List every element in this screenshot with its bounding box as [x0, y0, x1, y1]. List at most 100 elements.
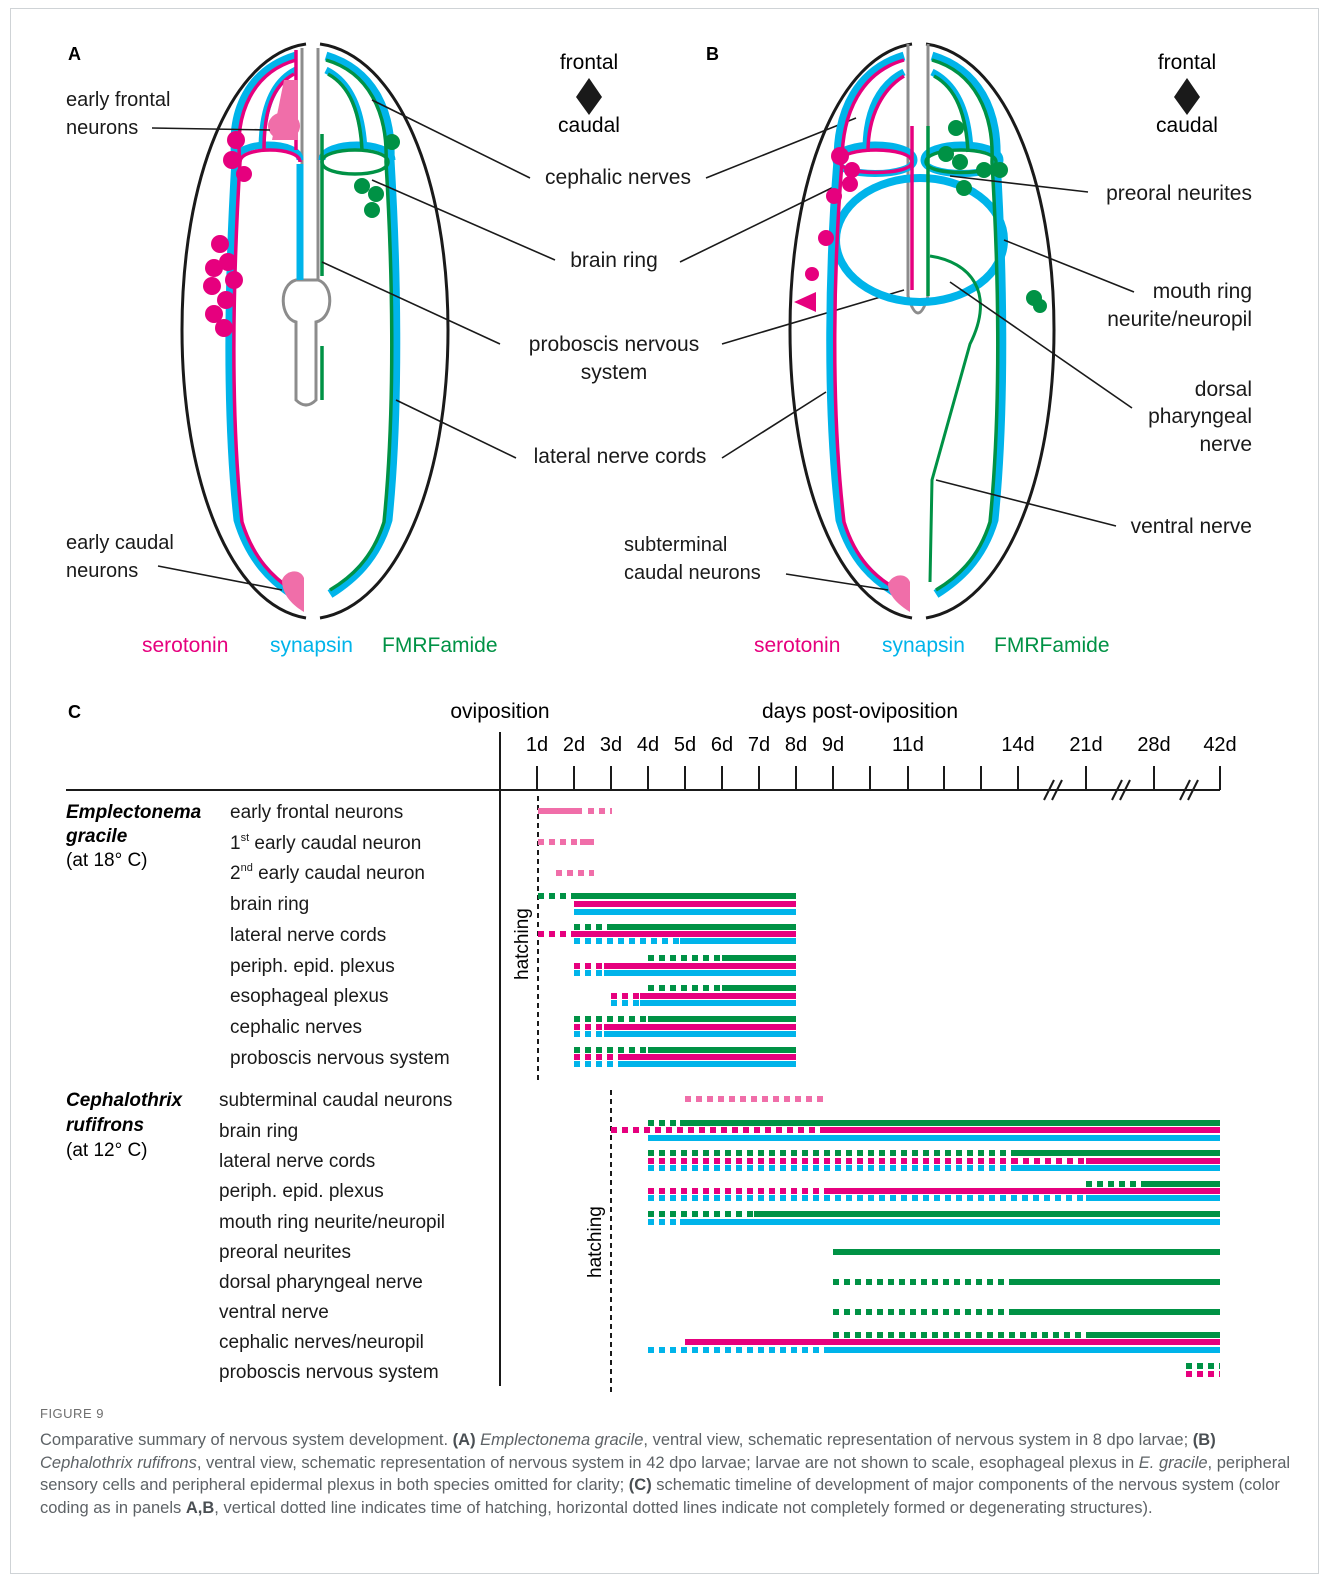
- label-dorsal-2: pharyngeal: [1148, 405, 1252, 428]
- serotonin-cell: [223, 151, 241, 169]
- label-early-frontal-1: early frontal: [66, 89, 171, 111]
- larva-outline-left-b: [790, 44, 912, 618]
- caption-part: , ventral view, schematic representation…: [643, 1431, 1192, 1449]
- row-label: proboscis nervous system: [219, 1362, 439, 1383]
- caption-part: (B): [1193, 1431, 1216, 1449]
- caption-part: E. gracile: [1139, 1454, 1208, 1472]
- row-label: esophageal plexus: [230, 986, 388, 1007]
- lateral-nerve-cord-right-fmrfamide: [326, 60, 392, 590]
- leader-line: [722, 392, 826, 458]
- species-a-rows: early frontal neurons 1st early caudal n…: [230, 802, 450, 1069]
- row-label: cephalic nerves/neuropil: [219, 1332, 424, 1353]
- fmrfamide-cell: [364, 202, 380, 218]
- label-cephalic-nerves: cephalic nerves: [545, 166, 691, 189]
- leader-line: [1004, 240, 1134, 292]
- tick-label: 5d: [674, 734, 696, 756]
- label-early-frontal-2: neurons: [66, 117, 138, 139]
- orientation-diamond-a: [576, 78, 602, 115]
- caption-part: Emplectonema gracile: [480, 1431, 643, 1449]
- brain-ring-left-serotonin: [240, 150, 300, 162]
- label-ventral-nerve: ventral nerve: [1131, 515, 1252, 538]
- tick-label: 3d: [600, 734, 622, 756]
- fmrfamide-cell: [976, 162, 992, 178]
- leader-line: [372, 180, 555, 260]
- serotonin-cell: [831, 147, 849, 165]
- fmrfamide-cell: [956, 180, 972, 196]
- figure-label: FIGURE 9: [40, 1406, 1300, 1421]
- species-a-name-2: gracile: [65, 826, 128, 847]
- shared-labels: cephalic nerves brain ring proboscis ner…: [529, 166, 707, 468]
- fmrfamide-cell: [368, 186, 384, 202]
- row-label: dorsal pharyngeal nerve: [219, 1272, 423, 1293]
- subterminal-caudal-neurons: [888, 575, 910, 612]
- leader-line: [680, 178, 852, 262]
- leader-line: [152, 128, 270, 130]
- fmrfamide-cell: [1033, 299, 1047, 313]
- row-label: brain ring: [219, 1121, 298, 1142]
- row-label: ventral nerve: [219, 1302, 329, 1323]
- fmrfamide-cell: [384, 134, 400, 150]
- serotonin-cell: [236, 166, 252, 182]
- serotonin-cell: [805, 267, 819, 281]
- caption-part: (A): [453, 1431, 481, 1449]
- caption-part: (C): [629, 1476, 657, 1494]
- fmrfamide-cell: [952, 154, 968, 170]
- caption-part: A,B: [186, 1499, 214, 1517]
- caption-text: Comparative summary of nervous system de…: [40, 1429, 1300, 1519]
- legend-fmrfamide-b: FMRFamide: [994, 634, 1110, 657]
- timeline-bars: [538, 811, 1220, 1374]
- species-a-temp: (at 18° C): [66, 850, 148, 871]
- serotonin-cell: [215, 319, 233, 337]
- label-early-caudal-1: early caudal: [66, 532, 174, 554]
- fmrfamide-cell: [992, 162, 1008, 178]
- figure-graphic: A: [0, 0, 1330, 1400]
- caption-part: Comparative summary of nervous system de…: [40, 1431, 453, 1449]
- serotonin-cell: [205, 259, 223, 277]
- species-b-temp: (at 12° C): [66, 1140, 148, 1161]
- label-preoral-neurites: preoral neurites: [1106, 182, 1252, 205]
- tick-label: 21d: [1069, 734, 1102, 756]
- panel-a-letter: A: [68, 44, 81, 64]
- row-label: periph. epid. plexus: [230, 956, 395, 977]
- legend-synapsin-b: synapsin: [882, 634, 965, 657]
- dorsal-pharyngeal-and-ventral-nerve: [930, 256, 980, 582]
- label-oviposition: oviposition: [450, 700, 549, 723]
- label-subterminal-1: subterminal: [624, 534, 727, 556]
- orientation-caudal-b: caudal: [1156, 114, 1218, 137]
- panel-b: B: [624, 44, 1252, 657]
- label-mouth-ring-1: mouth ring: [1153, 280, 1252, 303]
- label-proboscis-2: system: [581, 361, 648, 384]
- leader-line: [936, 480, 1116, 526]
- label-mouth-ring-2: neurite/neuropil: [1107, 308, 1252, 331]
- tick-label: 4d: [637, 734, 659, 756]
- row-label: preoral neurites: [219, 1242, 351, 1263]
- orientation-diamond-b: [1174, 78, 1200, 115]
- row-label: periph. epid. plexus: [219, 1181, 384, 1202]
- tick-label: 8d: [785, 734, 807, 756]
- label-brain-ring: brain ring: [570, 249, 658, 272]
- serotonin-cell: [826, 188, 842, 204]
- serotonin-cell: [225, 271, 243, 289]
- orientation-frontal-a: frontal: [560, 51, 618, 74]
- tick-label: 14d: [1001, 734, 1034, 756]
- brain-ring-right-fmrfamide: [322, 150, 388, 174]
- row-label: lateral nerve cords: [219, 1151, 375, 1172]
- serotonin-cell: [217, 291, 235, 309]
- legend-synapsin-a: synapsin: [270, 634, 353, 657]
- axis-title: days post-oviposition: [762, 700, 958, 723]
- tick-label: 6d: [711, 734, 733, 756]
- row-label: proboscis nervous system: [230, 1048, 450, 1069]
- tick-label: 9d: [822, 734, 844, 756]
- serotonin-cell: [227, 131, 245, 149]
- row-label: 1st early caudal neuron: [230, 832, 421, 854]
- row-label: brain ring: [230, 894, 309, 915]
- label-proboscis-1: proboscis nervous: [529, 333, 699, 356]
- serotonin-cell: [211, 235, 229, 253]
- row-label: 2nd early caudal neuron: [230, 862, 425, 884]
- species-b-name-2: rufifrons: [66, 1115, 144, 1136]
- row-label: early frontal neurons: [230, 802, 403, 823]
- lateral-nerve-cord-right-fmrfamide-b: [932, 60, 998, 590]
- leader-line: [322, 262, 500, 344]
- row-label: lateral nerve cords: [230, 925, 386, 946]
- panel-c: C oviposition days post-oviposition 1d2d…: [65, 700, 1237, 1392]
